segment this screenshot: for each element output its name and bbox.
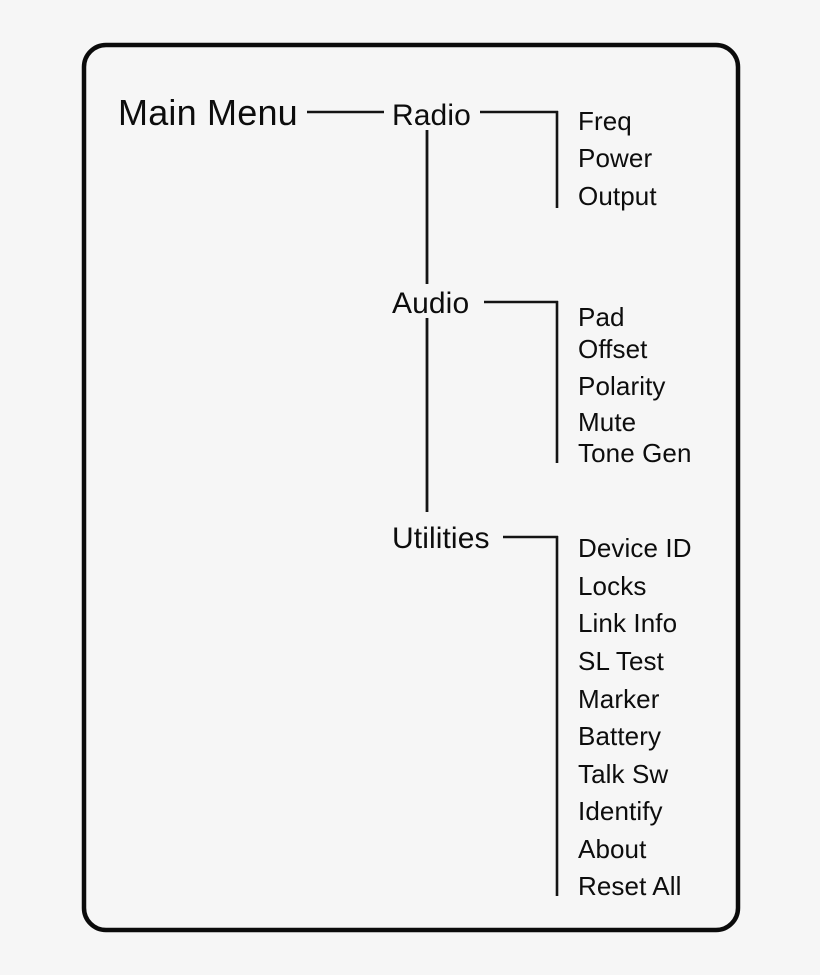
menu-item-tone-gen[interactable]: Tone Gen xyxy=(578,438,692,468)
menu-item-output[interactable]: Output xyxy=(578,181,657,211)
menu-item-identify[interactable]: Identify xyxy=(578,796,663,826)
menu-item-sl-test[interactable]: SL Test xyxy=(578,646,665,676)
menu-item-reset-all[interactable]: Reset All xyxy=(578,871,682,901)
menu-item-power[interactable]: Power xyxy=(578,143,652,173)
menu-item-device-id[interactable]: Device ID xyxy=(578,533,692,563)
menu-item-marker[interactable]: Marker xyxy=(578,684,660,714)
branch-label-radio[interactable]: Radio xyxy=(392,99,471,132)
branch-label-audio[interactable]: Audio xyxy=(392,287,469,320)
branch-label-utilities[interactable]: Utilities xyxy=(392,522,490,555)
menu-item-talk-sw[interactable]: Talk Sw xyxy=(578,759,668,789)
menu-item-about[interactable]: About xyxy=(578,834,647,864)
menu-item-offset[interactable]: Offset xyxy=(578,334,648,364)
root-menu-label[interactable]: Main Menu xyxy=(118,92,298,133)
menu-item-link-info[interactable]: Link Info xyxy=(578,608,677,638)
menu-item-mute[interactable]: Mute xyxy=(578,407,636,437)
menu-item-battery[interactable]: Battery xyxy=(578,721,661,751)
menu-item-pad[interactable]: Pad xyxy=(578,302,625,332)
menu-item-polarity[interactable]: Polarity xyxy=(578,371,666,401)
diagram-panel-border xyxy=(81,42,741,933)
menu-item-locks[interactable]: Locks xyxy=(578,571,646,601)
menu-item-freq[interactable]: Freq xyxy=(578,106,632,136)
